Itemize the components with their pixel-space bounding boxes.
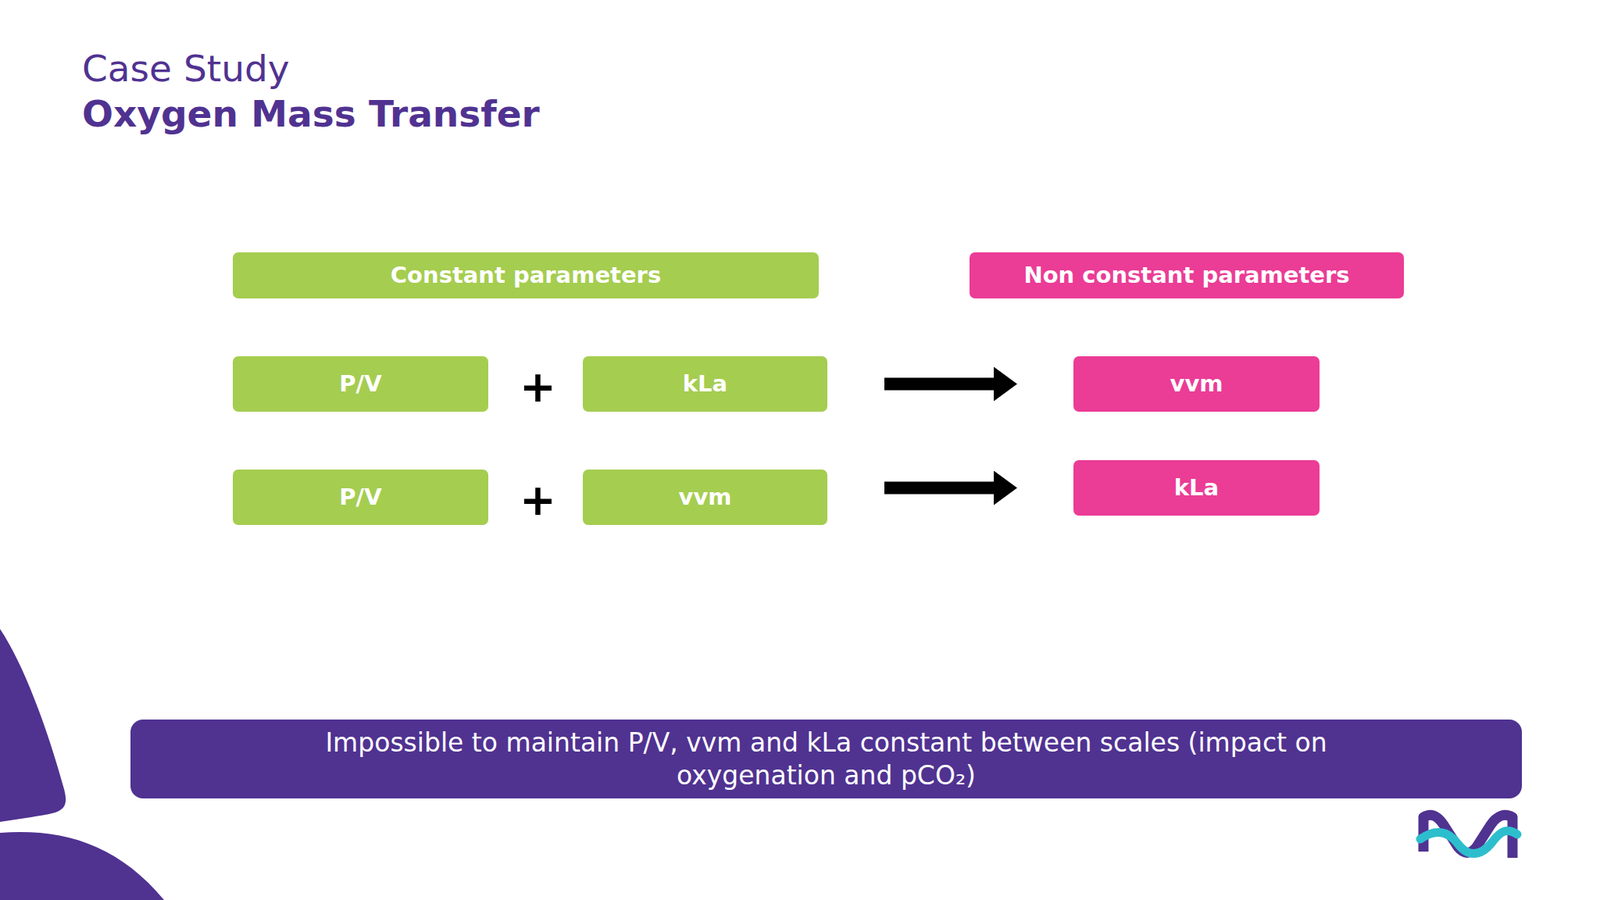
- plus-sign: +: [519, 360, 557, 412]
- company-logo: [1420, 814, 1518, 858]
- result-box: kLa: [1073, 460, 1320, 516]
- node-text: Impossible to maintain P/V, vvm and kLa …: [307, 726, 1347, 792]
- flow-arrow: [884, 378, 994, 391]
- parameter-box: P/V: [232, 469, 489, 525]
- node-text: kLa: [682, 369, 728, 398]
- parameter-box: vvm: [582, 469, 828, 525]
- corner-blob: [0, 832, 165, 900]
- section-label: Case Study: [82, 46, 290, 90]
- conclusion-band: Impossible to maintain P/V, vvm and kLa …: [130, 719, 1522, 799]
- corner-blob: [0, 628, 66, 822]
- plus-sign: +: [519, 474, 557, 525]
- node-text: vvm: [678, 482, 732, 511]
- node-text: P/V: [339, 369, 382, 398]
- parameter-box: kLa: [582, 356, 828, 412]
- node-text: Constant parameters: [390, 260, 661, 290]
- group-header: Constant parameters: [232, 252, 819, 299]
- flow-arrow: [884, 482, 994, 495]
- parameter-box: P/V: [232, 356, 489, 412]
- node-text: P/V: [339, 482, 382, 511]
- result-box: vvm: [1073, 356, 1320, 412]
- node-text: Non constant parameters: [1023, 260, 1350, 290]
- node-text: kLa: [1174, 473, 1219, 502]
- slide-title: Oxygen Mass Transfer: [82, 92, 540, 136]
- node-text: vvm: [1169, 369, 1223, 398]
- group-header: Non constant parameters: [969, 252, 1404, 299]
